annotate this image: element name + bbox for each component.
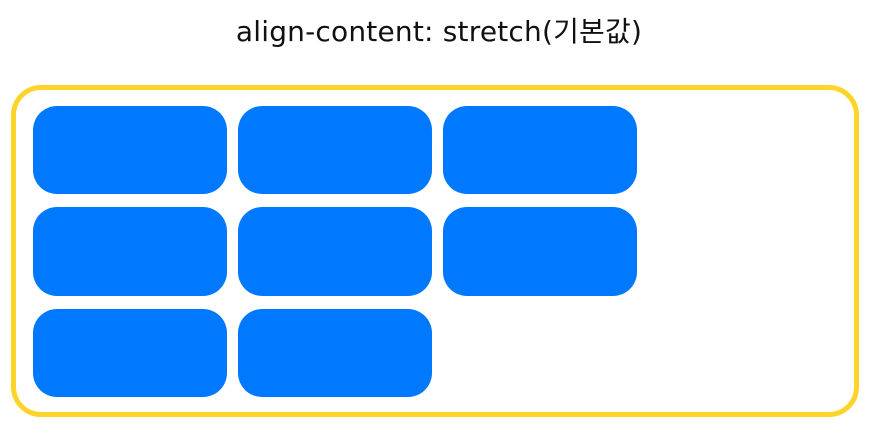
- flex-item: [238, 308, 432, 397]
- flex-item: [33, 308, 227, 397]
- diagram-title: align-content: stretch(기본값): [235, 15, 643, 48]
- flex-item: [33, 207, 227, 296]
- flex-item: [443, 106, 637, 195]
- flex-item: [443, 207, 637, 296]
- flex-item: [238, 106, 432, 195]
- flex-item: [33, 106, 227, 195]
- flex-item: [238, 207, 432, 296]
- flex-container: [11, 85, 859, 417]
